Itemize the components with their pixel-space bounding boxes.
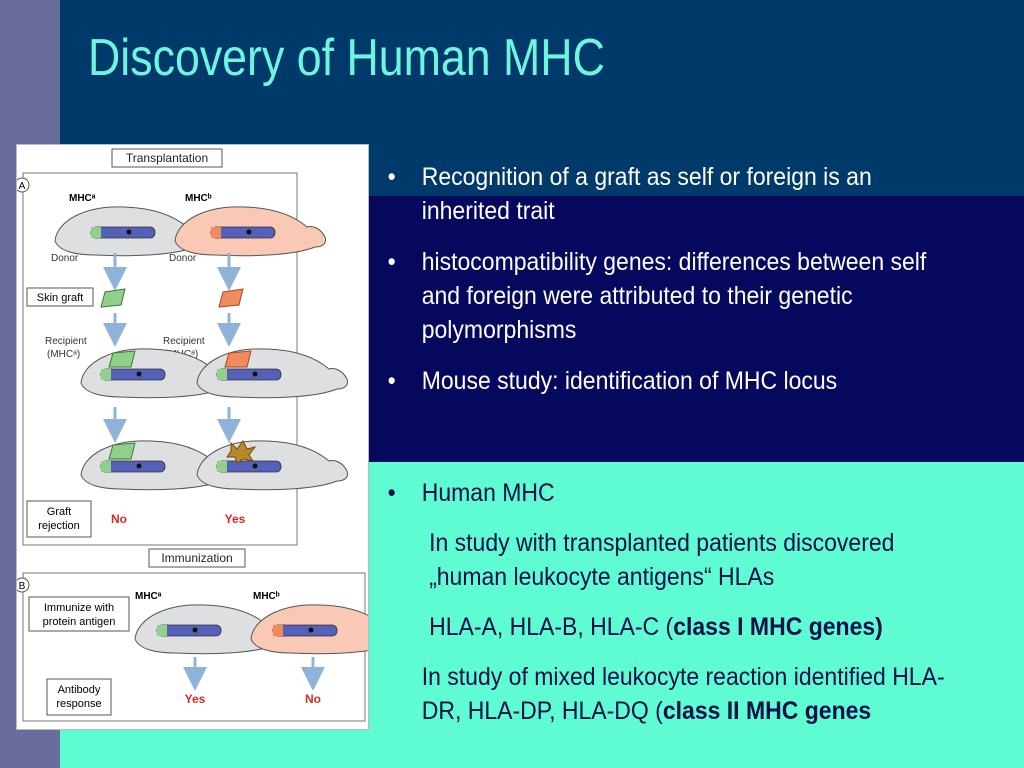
recipient-mouse-a [80,348,233,399]
graft-orange [218,288,244,308]
human-mhc-heading: Human MHC [421,479,555,507]
immunized-mouse-b [250,604,368,655]
immunized-mouse-a [134,604,287,655]
graft-green [100,288,126,308]
immunized-a-mhc-label: MHCᵃ [135,591,162,602]
donor-a-mhc-label: MHCᵃ [69,193,96,204]
bullet-dot: • [387,367,396,395]
graft-rejection-label-2: rejection [38,520,80,532]
bullet-text-2: histocompatibility genes: differences be… [421,248,927,344]
antibody-label-2: response [56,698,101,710]
bullet-dot: • [387,479,396,507]
antibody-label-1: Antibody [58,684,101,696]
slide-title: Discovery of Human MHC [88,29,605,87]
bullet-item-3: • Mouse study: identification of MHC loc… [384,364,964,398]
panel-a-label: A [19,181,26,192]
mhc-figure: Transplantation A MHCᵃ Donor MHCᵇ Donor … [16,144,369,730]
donor-b-label: Donor [169,253,197,264]
bullet-item-1: • Recognition of a graft as self or fore… [384,160,964,228]
lower-bullet-list: • Human MHC In study with transplanted p… [384,476,1014,744]
rejected-graft-icon [226,440,257,464]
hla-discovery-text: In study with transplanted patients disc… [429,529,895,591]
class-two-bold: class II MHC genes [662,697,872,725]
bullet-dot: • [387,163,396,191]
graft-rejection-label-1: Graft [47,506,71,518]
graft-rejection-box [26,500,92,538]
bullet-text-1: Recognition of a graft as self or foreig… [421,163,872,225]
recipient-a-label-1: Recipient [45,336,87,347]
panel-b-badge [17,577,30,593]
skin-graft-label: Skin graft [37,292,83,304]
bullet-item-2: • histocompatibility genes: differences … [384,245,964,347]
rejection-a-result: No [111,512,127,526]
bullet-text-3: Mouse study: identification of MHC locus [421,367,838,395]
panel-a-badge [17,177,30,193]
donor-a-label: Donor [51,253,79,264]
immunization-box [148,548,246,568]
class-two-prefix: In study of mixed leukocyte reaction ide… [421,663,945,725]
class-one-bold: class I MHC genes) [673,613,883,641]
recipient-a-label-2: (MHCᵃ) [47,349,80,360]
transplantation-label: Transplantation [126,151,208,165]
immunize-box [28,596,130,632]
upper-bullet-list: • Recognition of a graft as self or fore… [384,160,1014,415]
recipient-mouse-b [196,348,349,399]
transplantation-box [111,148,223,168]
bullet-item-human-mhc: • Human MHC [384,476,964,510]
class-one-prefix: HLA-A, HLA-B, HLA-C ( [429,613,674,641]
outcome-mouse-a [80,440,233,491]
donor-b-mhc-label: MHCᵇ [185,193,212,204]
immunize-label-2: protein antigen [43,616,116,628]
antibody-box [46,678,112,716]
donor-mouse-b [174,206,327,257]
immunization-label: Immunization [161,551,232,565]
class-two-text: In study of mixed leukocyte reaction ide… [384,660,964,728]
class-one-text: HLA-A, HLA-B, HLA-C (class I MHC genes) [384,610,964,644]
antibody-a-result: Yes [185,692,206,706]
immunize-label-1: Immunize with [44,602,114,614]
panel-b-label: B [19,581,26,592]
immunized-b-mhc-label: MHCᵇ [253,591,280,602]
recipient-b-label-1: Recipient [163,336,205,347]
skin-graft-box [26,287,94,307]
antibody-b-result: No [305,692,321,706]
bullet-dot: • [387,248,396,276]
outcome-mouse-b [196,440,349,491]
donor-mouse-a [54,206,207,257]
rejection-b-result: Yes [225,512,246,526]
